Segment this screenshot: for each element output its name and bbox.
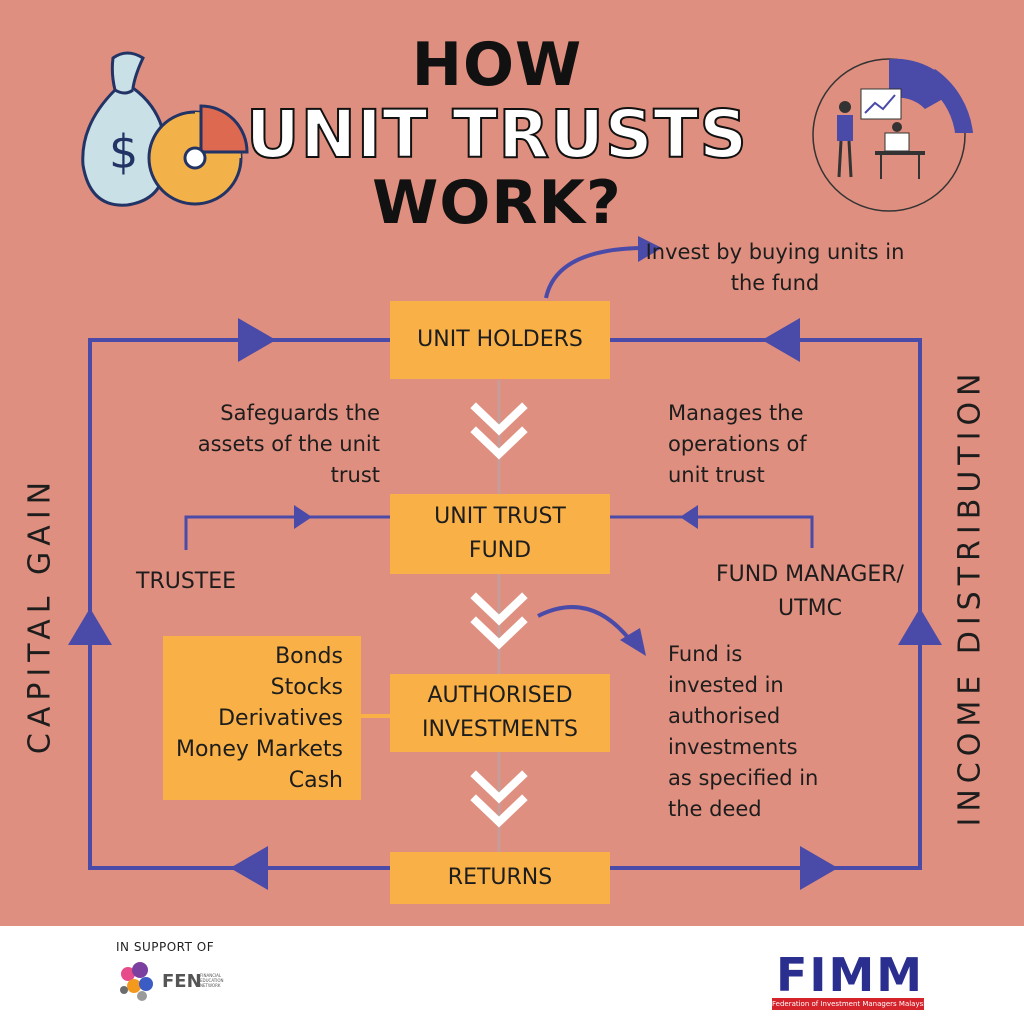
manages-note-line-2: operations of bbox=[668, 432, 807, 456]
office-illustration-icon bbox=[812, 58, 973, 212]
capital-gain-label: CAPITAL GAIN bbox=[22, 475, 58, 755]
flow-diagram bbox=[68, 236, 942, 890]
fen-logo-icon bbox=[120, 962, 153, 1001]
fimm-logo-text: FIMM bbox=[775, 948, 925, 1002]
fund-invested-line-4: investments bbox=[668, 735, 798, 759]
fund-manager-line-1: FUND MANAGER/ bbox=[716, 562, 904, 587]
authorised-investments-box: AUTHORISED INVESTMENTS bbox=[390, 674, 610, 752]
fund-invested-curve-arrow bbox=[537, 605, 632, 642]
authorised-label-2: INVESTMENTS bbox=[421, 717, 579, 742]
fund-invested-line-3: authorised bbox=[668, 704, 781, 728]
safeguards-note-line-1: Safeguards the bbox=[220, 401, 380, 425]
fund-invested-note: Fund is invested in authorised investmen… bbox=[668, 639, 868, 825]
title-line-1: HOW bbox=[411, 30, 583, 100]
manages-note-line-3: unit trust bbox=[668, 463, 765, 487]
trustee-label: TRUSTEE bbox=[136, 569, 237, 594]
invest-note-line-2: the fund bbox=[730, 271, 820, 295]
authorised-label-1: AUTHORISED bbox=[427, 683, 573, 708]
fund-manager-line-2: UTMC bbox=[778, 596, 842, 621]
trustee-arrow bbox=[294, 505, 312, 529]
manages-note: Manages the operations of unit trust bbox=[668, 398, 868, 491]
safeguards-note-line-3: trust bbox=[330, 463, 380, 487]
arrow-up-left bbox=[68, 608, 112, 645]
fund-invested-line-6: the deed bbox=[668, 797, 762, 821]
fund-invested-line-2: invested in bbox=[668, 673, 784, 697]
unit-trust-fund-label-2: FUND bbox=[468, 538, 532, 563]
fund-invested-line-5: as specified in bbox=[668, 766, 819, 790]
arrow-left-top-right bbox=[762, 318, 800, 362]
fimm-full-name: Federation of Investment Managers Malays… bbox=[772, 998, 924, 1010]
invest-note: Invest by buying units in the fund bbox=[630, 237, 920, 299]
asset-derivatives: Derivatives bbox=[218, 705, 343, 731]
manages-note-line-1: Manages the bbox=[668, 401, 804, 425]
arrow-left-bottom-left bbox=[230, 846, 268, 890]
fen-subtitle: FINANCIAL EDUCATION NETWORK bbox=[200, 973, 224, 988]
arrow-right-bottom-right bbox=[800, 846, 838, 890]
fund-manager-note: FUND MANAGER/ UTMC bbox=[690, 558, 930, 626]
title-line-2: UNIT TRUSTS bbox=[245, 95, 748, 174]
arrow-up-right bbox=[898, 608, 942, 645]
unit-holders-box: UNIT HOLDERS bbox=[390, 301, 610, 379]
asset-stocks: Stocks bbox=[270, 674, 343, 700]
arrow-right-top-left bbox=[238, 318, 276, 362]
svg-text:$: $ bbox=[109, 125, 138, 179]
fen-name: FEN bbox=[162, 971, 202, 992]
invest-curve-arrow bbox=[544, 246, 641, 299]
asset-cash: Cash bbox=[288, 767, 343, 793]
asset-bonds: Bonds bbox=[275, 643, 343, 669]
income-distribution-label: INCOME DISTRIBUTION bbox=[952, 367, 988, 827]
support-label: IN SUPPORT OF bbox=[116, 940, 215, 954]
asset-classes-box: Bonds Stocks Derivatives Money Markets C… bbox=[163, 636, 361, 800]
fund-manager-arrow bbox=[680, 505, 698, 529]
returns-box: RETURNS bbox=[390, 852, 610, 904]
fund-manager-connector bbox=[610, 515, 814, 548]
unit-trust-fund-box: UNIT TRUST FUND bbox=[390, 494, 610, 574]
safeguards-note: Safeguards the assets of the unit trust bbox=[170, 398, 380, 491]
title-line-3: WORK? bbox=[372, 168, 622, 238]
trustee-connector bbox=[184, 515, 390, 550]
unit-holders-label: UNIT HOLDERS bbox=[417, 327, 583, 352]
safeguards-note-line-2: assets of the unit bbox=[197, 432, 380, 456]
fund-invested-line-1: Fund is bbox=[668, 642, 743, 666]
invest-note-line-1: Invest by buying units in bbox=[645, 240, 905, 264]
main-panel: $ HOW UNIT TRUSTS WORK? bbox=[0, 0, 1024, 926]
money-bag-icon: $ bbox=[81, 51, 249, 207]
unit-trust-fund-label-1: UNIT TRUST bbox=[434, 504, 566, 529]
returns-label: RETURNS bbox=[447, 865, 553, 890]
asset-money-markets: Money Markets bbox=[175, 736, 343, 762]
